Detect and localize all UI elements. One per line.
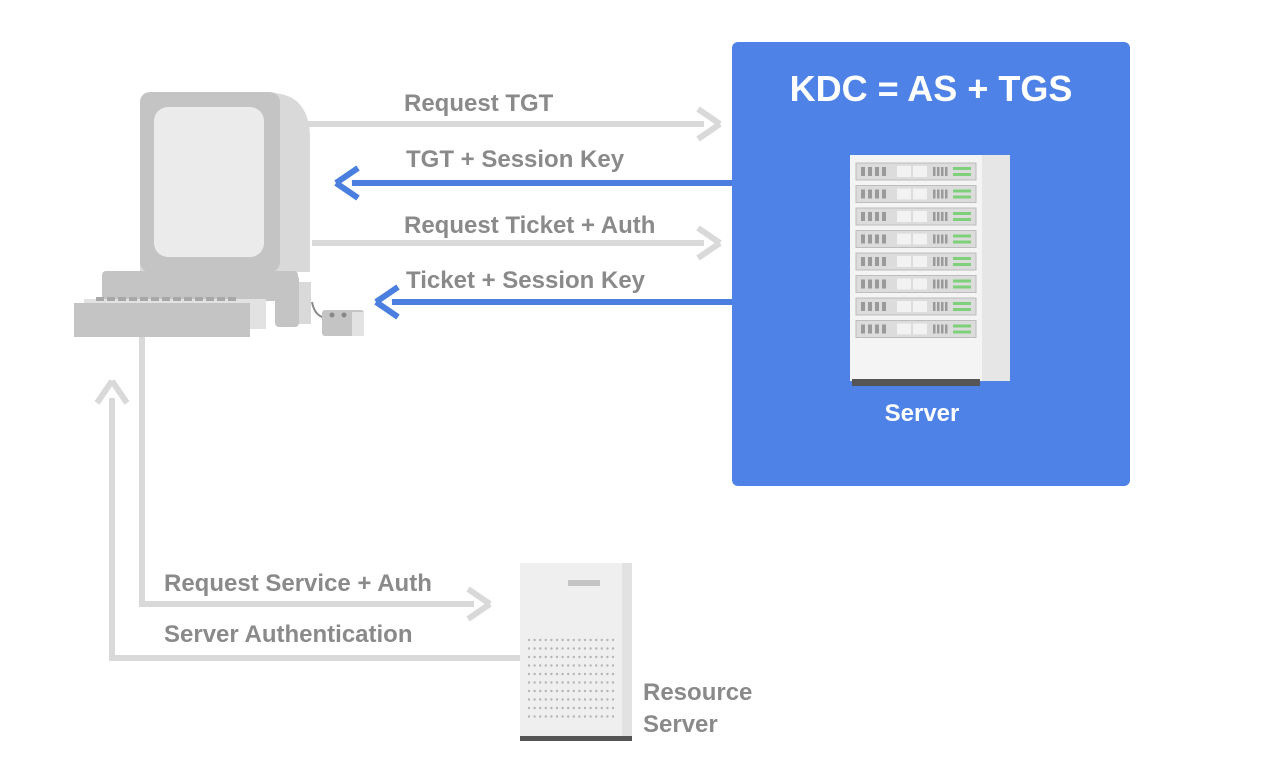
keyboard-keys	[96, 297, 236, 301]
kdc-server-label: Server	[884, 400, 960, 427]
label-ticket-session-key: Ticket + Session Key	[406, 267, 646, 294]
label-request-ticket-auth: Request Ticket + Auth	[404, 212, 656, 239]
rack-units	[855, 162, 977, 338]
arrow-request-ticket-auth	[312, 225, 722, 261]
resource-server-label-line1: Resource	[643, 679, 753, 706]
label-tgt-session-key: TGT + Session Key	[406, 146, 625, 173]
label-request-tgt: Request TGT	[404, 90, 554, 117]
kdc-server-icon	[850, 155, 1010, 386]
resource-server-label: Resource Server	[643, 677, 783, 741]
label-server-authentication: Server Authentication	[164, 621, 413, 648]
arrow-ticket-session-key	[374, 284, 732, 320]
resource-server-icon	[520, 563, 632, 741]
resource-server-label-line2: Server	[643, 711, 718, 738]
server-vent	[527, 638, 615, 718]
kdc-title: KDC = AS + TGS	[789, 68, 1073, 109]
computer-icon	[74, 92, 364, 337]
label-request-service-auth: Request Service + Auth	[164, 570, 432, 597]
arrow-tgt-session-key	[334, 165, 732, 201]
arrow-request-service-auth	[139, 337, 492, 622]
arrow-server-authentication	[94, 379, 520, 661]
arrow-request-tgt	[308, 106, 722, 142]
